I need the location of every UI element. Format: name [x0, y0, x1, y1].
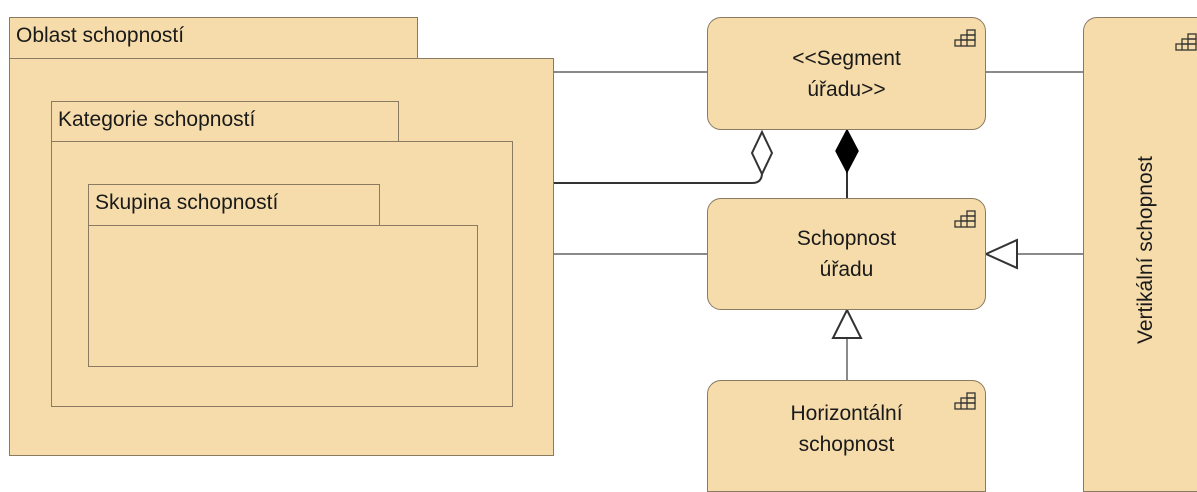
specialization-arrow-horizontalni [831, 307, 863, 339]
capability-icon [954, 392, 976, 410]
node-horizontalni-line2: schopnost [798, 433, 895, 456]
node-vertikalni-schopnost[interactable] [1083, 17, 1197, 492]
node-vertikalni-label: Vertikální schopnost [1134, 156, 1157, 344]
node-horizontalni-line1: Horizontální [790, 402, 903, 425]
node-segment-line2: úřadu>> [807, 77, 886, 101]
aggregation-diamond-segment [750, 129, 774, 177]
composition-diamond [835, 128, 859, 174]
group-oblast-label: Oblast schopností [16, 24, 185, 47]
capability-icon [954, 210, 976, 228]
specialization-arrow-vertikalni [983, 238, 1018, 270]
group-kategorie-label: Kategorie schopností [58, 108, 256, 131]
node-schopnost-line2: úřadu [819, 258, 874, 281]
capability-icon [954, 29, 976, 47]
group-kategorie-tab[interactable]: Kategorie schopností [51, 101, 399, 143]
node-segment-line1: <<Segment [792, 46, 901, 70]
group-oblast-tab[interactable]: Oblast schopností [9, 17, 418, 60]
group-skupina-label: Skupina schopností [95, 191, 279, 214]
node-schopnost-uradu[interactable]: Schopnost úřadu [707, 198, 986, 310]
capability-icon [1175, 33, 1197, 51]
node-horizontalni-schopnost[interactable]: Horizontální schopnost [707, 380, 986, 492]
group-skupina-tab[interactable]: Skupina schopností [88, 184, 380, 227]
node-segment-uradu[interactable]: <<Segment úřadu>> [707, 17, 986, 130]
node-schopnost-line1: Schopnost [796, 227, 897, 250]
group-skupina-body[interactable] [88, 225, 478, 367]
